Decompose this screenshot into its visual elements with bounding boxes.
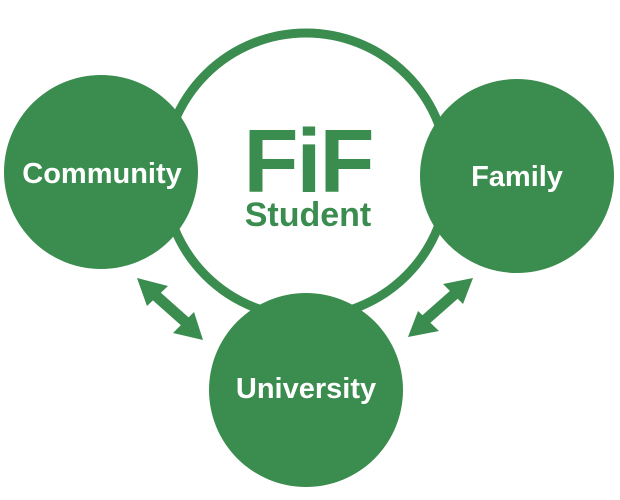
center-logo: FiF [244, 112, 373, 212]
community-circle [4, 75, 198, 269]
double-headed-arrow-icon [408, 278, 473, 337]
community-node: Community [4, 75, 198, 269]
center-subtitle: Student [245, 196, 372, 234]
double-headed-arrow-icon [137, 278, 203, 340]
university-circle [209, 293, 403, 487]
university-node: University [209, 293, 403, 487]
family-node: Family [420, 79, 614, 273]
family-circle [420, 79, 614, 273]
university-label: University [236, 373, 376, 405]
family-label: Family [471, 161, 563, 193]
community-label: Community [22, 158, 182, 190]
